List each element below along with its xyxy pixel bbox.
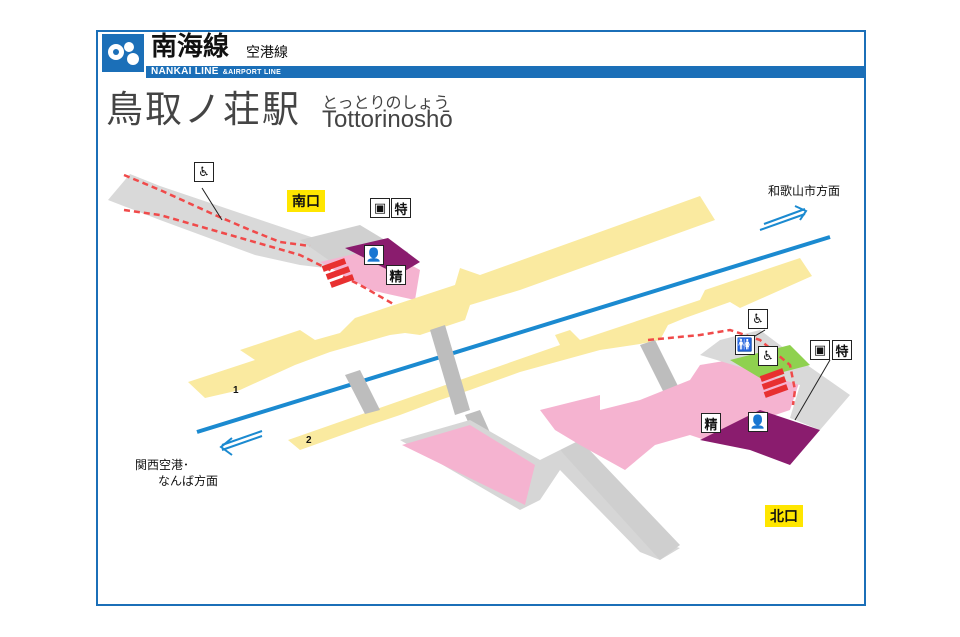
north-concourse-pink bbox=[540, 355, 800, 470]
ticket-machine-icon-north: ▣ bbox=[810, 340, 830, 360]
south-escalators bbox=[321, 258, 355, 288]
station-romaji: Tottorinoshō bbox=[322, 106, 453, 133]
line-sub-name: 空港線 bbox=[246, 45, 288, 61]
staff-icon-north: 👤 bbox=[748, 412, 768, 432]
north-exit-label: 北口 bbox=[765, 505, 803, 527]
station-kana: とっとりのしょう bbox=[322, 93, 450, 112]
route-south bbox=[123, 173, 311, 248]
limited-express-ticket-icon-north: 特 bbox=[832, 340, 852, 360]
header-band bbox=[146, 66, 864, 78]
underpass-pink bbox=[402, 425, 535, 505]
direction-up-label: 和歌山市方面 bbox=[768, 184, 841, 198]
route-north bbox=[647, 328, 797, 406]
direction-down-label-2: なんば方面 bbox=[158, 474, 219, 488]
station-name: 鳥取ノ荘駅 bbox=[106, 88, 301, 131]
accessible-toilet-icon: ♿ bbox=[758, 346, 778, 366]
platform-2-number: 2 bbox=[306, 435, 312, 446]
platform-2 bbox=[288, 258, 812, 450]
line-en-sub: &AIRPORT LINE bbox=[222, 69, 282, 76]
direction-arrow-down bbox=[219, 430, 263, 456]
platform-1 bbox=[188, 196, 715, 398]
south-exit-label: 南口 bbox=[287, 190, 325, 212]
ticket-machine-icon: ▣ bbox=[370, 198, 390, 218]
wheelchair-icon-north: ♿ bbox=[748, 309, 768, 329]
direction-down-label-1: 関西空港･ bbox=[135, 458, 190, 472]
fare-adjustment-icon-north: 精 bbox=[701, 413, 721, 433]
north-escalators bbox=[759, 368, 789, 398]
toilet-icon: 🚻 bbox=[735, 335, 755, 355]
north-gate-area bbox=[700, 410, 820, 465]
stairs-1 bbox=[430, 325, 470, 415]
fare-adjustment-icon: 精 bbox=[386, 265, 406, 285]
staff-icon: 👤 bbox=[364, 245, 384, 265]
line-name: 南海線 bbox=[151, 32, 230, 62]
nankai-logo-icon bbox=[102, 34, 144, 72]
north-gray bbox=[700, 330, 850, 430]
platform-1-number: 1 bbox=[233, 385, 239, 396]
track-line-1 bbox=[196, 235, 831, 434]
wheelchair-icon: ♿ bbox=[194, 162, 214, 182]
direction-arrow-up bbox=[759, 205, 808, 231]
limited-express-ticket-icon: 特 bbox=[391, 198, 411, 218]
map-frame bbox=[96, 30, 866, 606]
line-name-english: NANKAI LINE&AIRPORT LINE bbox=[151, 65, 281, 79]
line-en: NANKAI LINE bbox=[151, 66, 219, 77]
